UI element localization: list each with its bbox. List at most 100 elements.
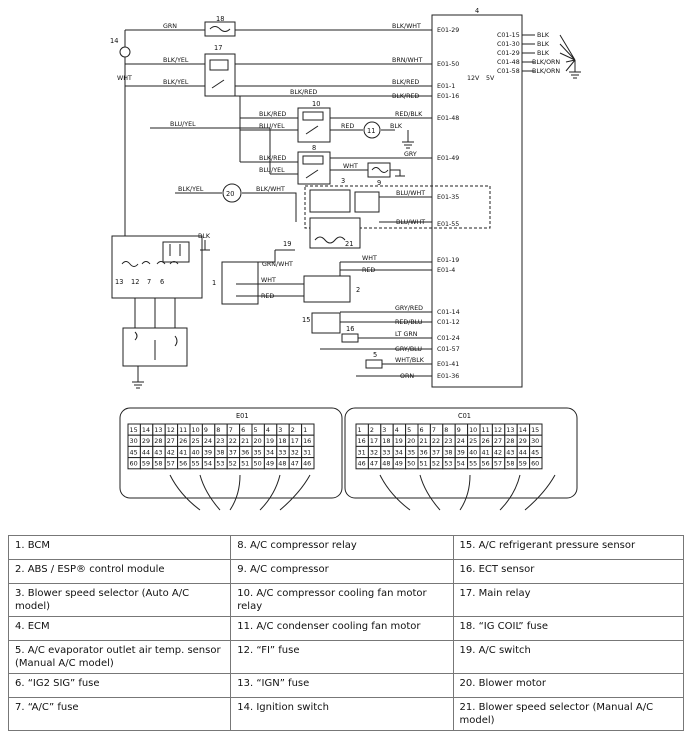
connector-pin-number: 38	[216, 448, 224, 456]
legend-item: 8. A/C compressor relay	[230, 535, 454, 560]
connector-pin-number: 10	[192, 426, 200, 434]
callout-14: 14	[110, 37, 118, 45]
condenser-fan-motor-11	[363, 121, 381, 139]
connector-pin-number: 25	[469, 437, 477, 445]
legend-item: 2. ABS / ESP® control module	[7, 559, 232, 584]
connector-pin-number: 40	[192, 448, 200, 456]
terminal-e01-48: E01-48	[437, 115, 459, 122]
terminal-e01-4: E01-4	[437, 267, 455, 274]
legend-item: 11. A/C condenser cooling fan motor	[230, 616, 454, 641]
connector-pin-number: 2	[370, 426, 374, 434]
legend-item: 21. Blower speed selector (Manual A/C mo…	[452, 697, 684, 731]
connector-pin-number: 44	[142, 448, 150, 456]
connector-c01-label: C01	[458, 412, 471, 420]
legend-item: 20. Blower motor	[452, 673, 684, 698]
connector-pin-number: 53	[444, 460, 452, 468]
callout-5: 5	[373, 351, 377, 359]
connector-pin-number: 48	[382, 460, 390, 468]
terminal-12v: 12V	[467, 75, 480, 82]
connector-pin-number: 9	[204, 426, 208, 434]
terminal-c01-29: C01-29	[497, 50, 520, 57]
connector-pin-number: 56	[179, 460, 187, 468]
connector-pin-number: 51	[420, 460, 428, 468]
connector-pin-number: 27	[167, 437, 175, 445]
connector-pin-number: 58	[154, 460, 162, 468]
callout-18: 18	[216, 15, 224, 23]
connector-pin-number: 14	[142, 426, 150, 434]
wire-label-gry-red: GRY/RED	[395, 305, 423, 312]
connector-pin-number: 23	[444, 437, 452, 445]
legend-item: 15. A/C refrigerant pressure sensor	[452, 535, 684, 560]
connector-pin-number: 58	[506, 460, 514, 468]
callout-15: 15	[302, 316, 310, 324]
wiring-diagram: 4 14 WHT GRN 18 BLK/WHT E01-29 17 BLK/YE…	[110, 7, 581, 511]
connector-pin-number: 15	[130, 426, 138, 434]
connector-pin-number: 13	[506, 426, 514, 434]
connector-pin-number: 15	[531, 426, 539, 434]
wire-label-blk-red-e: BLK/RED	[259, 155, 286, 162]
terminal-c01-14: C01-14	[437, 309, 460, 316]
legend-item: 14. Ignition switch	[230, 697, 454, 731]
legend-item: 5. A/C evaporator outlet air temp. senso…	[7, 640, 232, 674]
legend-item: 19. A/C switch	[452, 640, 684, 674]
connector-pin-number: 47	[291, 460, 299, 468]
connector-pin-number: 54	[457, 460, 465, 468]
connector-pin-number: 24	[204, 437, 212, 445]
connector-pin-number: 34	[395, 448, 403, 456]
connector-pin-number: 38	[444, 448, 452, 456]
wire-label-blu-wht-a: BLU/WHT	[396, 190, 425, 197]
ignition-switch-symbol	[119, 46, 131, 58]
callout-6: 6	[160, 278, 164, 286]
wire-label-blk-red-b: BLK/RED	[290, 89, 317, 96]
connector-e01-label: E01	[236, 412, 249, 420]
connector-pin-number: 28	[506, 437, 514, 445]
legend-row: 3. Blower speed selector (Auto A/C model…	[7, 583, 684, 617]
connector-pin-number: 3	[382, 426, 386, 434]
connector-pin-number: 59	[142, 460, 150, 468]
connector-pin-number: 32	[370, 448, 378, 456]
connector-pin-number: 50	[254, 460, 262, 468]
connector-pin-number: 28	[154, 437, 162, 445]
legend-item: 3. Blower speed selector (Auto A/C model…	[7, 583, 232, 617]
connector-pin-number: 49	[266, 460, 274, 468]
wire-label-blk-1: BLK	[537, 32, 550, 39]
connector-pin-number: 9	[457, 426, 461, 434]
connector-pin-number: 32	[291, 448, 299, 456]
connector-pin-number: 45	[531, 448, 539, 456]
connector-pin-number: 27	[494, 437, 502, 445]
callout-19: 19	[283, 240, 291, 248]
ecm-box	[431, 14, 523, 388]
connector-pin-number: 45	[130, 448, 138, 456]
terminal-c01-15: C01-15	[497, 32, 520, 39]
wire-label-red-blk: RED/BLK	[395, 111, 423, 118]
connector-pin-number: 33	[382, 448, 390, 456]
connector-pin-number: 52	[432, 460, 440, 468]
connector-pin-number: 39	[457, 448, 465, 456]
legend-item: 9. A/C compressor	[230, 559, 454, 584]
connector-pin-number: 35	[254, 448, 262, 456]
callout-20: 20	[226, 190, 234, 198]
callout-16: 16	[346, 325, 354, 333]
connector-pin-number: 18	[382, 437, 390, 445]
connector-pin-number: 59	[519, 460, 527, 468]
connector-pin-number: 26	[179, 437, 187, 445]
connector-pin-number: 44	[519, 448, 527, 456]
connector-pin-number: 48	[278, 460, 286, 468]
connector-pin-number: 46	[358, 460, 366, 468]
wire-label-blk-3: BLK	[537, 50, 550, 57]
connector-pin-number: 8	[444, 426, 448, 434]
wire-label-lt-grn: LT GRN	[395, 331, 418, 338]
wire-label-wht: WHT	[117, 75, 132, 82]
connector-pin-number: 11	[482, 426, 490, 434]
connector-pin-number: 21	[241, 437, 249, 445]
bcm-1	[221, 261, 259, 305]
connector-pin-number: 6	[420, 426, 424, 434]
wire-label-red-a: RED	[341, 123, 354, 130]
legend-item: 18. “IG COIL” fuse	[452, 616, 684, 641]
connector-pin-number: 39	[204, 448, 212, 456]
